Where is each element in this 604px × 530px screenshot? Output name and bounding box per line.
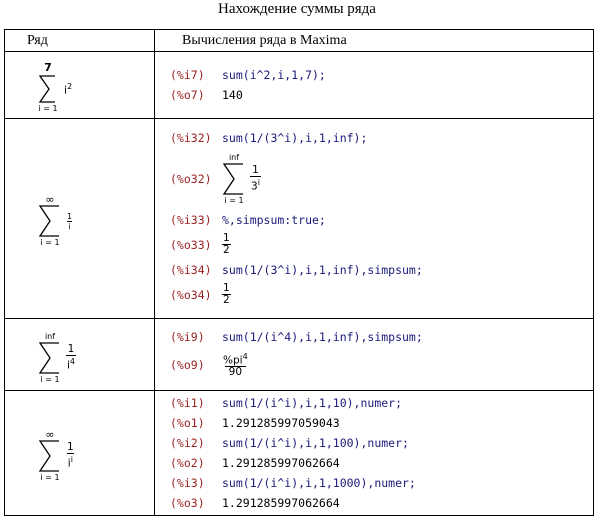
input-label: (%i32) [170,130,212,145]
sigma-symbol [38,74,55,103]
output-label: (%o3) [170,496,205,510]
series-formula: ∞ i = 1 1 ii [4,390,155,516]
output-label: (%o2) [170,456,205,470]
series-table: Ряд Вычисления ряда в Maxima 7 i = 1 i2 [4,29,594,516]
output-numerator: 1 [252,163,259,176]
output-value: 1.291285997062664 [222,456,340,470]
sum-upper: inf [228,152,240,162]
sum-denominator: i [67,220,72,231]
code-line: (%i32) sum(1/(3^i),i,1,inf); [170,128,593,148]
input-command: sum(1/(i^i),i,1,1000),numer; [222,476,416,490]
output-numerator: 1 [223,282,230,294]
input-command: sum(i^2,i,1,7); [222,68,326,82]
maxima-cell: (%i9) sum(1/(i^4),i,1,inf),simpsum; (%o9)… [154,318,594,391]
header-maxima: Вычисления ряда в Maxima [154,29,594,52]
input-label: (%i9) [170,329,205,344]
output-label: (%o9) [170,357,205,372]
output-denominator: 2 [222,294,231,306]
table-row: ∞ i = 1 1 i (%i32) sum(1/(3^i),i,1,inf); … [4,118,594,319]
sum-power: 2 [67,81,73,91]
code-line: (%i33) %,simpsum:true; [170,210,593,230]
input-label: (%i33) [170,212,212,227]
output-numerator: 1 [223,232,230,244]
series-formula: 7 i = 1 i2 [4,51,155,119]
input-label: (%i1) [170,396,205,410]
series-formula: ∞ i = 1 1 i [4,118,155,319]
output-numerator: %pi [223,354,243,367]
sum-numerator: 1 [67,342,75,355]
sum-lower: i = 1 [38,103,58,113]
input-label: (%i2) [170,436,205,450]
code-line: (%o9) %pi4 90 [170,347,593,383]
table-row: 7 i = 1 i2 (%i7) sum(i^2,i,1,7); (%o7) 140 [4,51,594,119]
input-command: sum(1/(i^i),i,1,100),numer; [222,436,409,450]
output-label: (%o7) [170,88,205,102]
code-line: (%i34) sum(1/(3^i),i,1,inf),simpsum; [170,260,593,280]
input-command: %,simpsum:true; [222,212,326,227]
output-label: (%o34) [170,287,212,302]
sum-upper: inf [44,331,56,341]
sigma-symbol [222,162,243,195]
sum-upper: 7 [44,60,52,74]
sum-upper: ∞ [45,193,55,206]
output-value: 140 [222,88,243,102]
sum-numerator: 1 [67,211,73,221]
sigma-symbol [38,341,59,374]
input-label: (%i3) [170,476,205,490]
code-line: (%i7) sum(i^2,i,1,7); [170,65,593,85]
sum-lower: i = 1 [40,374,60,384]
output-denominator-power: i [257,177,260,187]
output-numerator-power: 4 [242,351,248,361]
code-line: (%o7) 140 [170,85,593,105]
sum-denominator: i [67,457,71,470]
maxima-cell: (%i1) sum(1/(i^i),i,1,10),numer; (%o1) 1.2… [154,390,594,516]
input-command: sum(1/(i^4),i,1,inf),simpsum; [222,329,423,344]
code-line: (%i2) sum(1/(i^i),i,1,100),numer; [170,433,593,453]
sum-lower: i = 1 [40,238,60,247]
code-line: (%o3) 1.291285997062664 [170,493,593,513]
input-label: (%i7) [170,68,205,82]
header-series: Ряд [4,29,155,52]
output-label: (%o33) [170,237,212,252]
output-label: (%o32) [170,171,212,186]
sum-lower: i = 1 [224,195,244,205]
table-row: ∞ i = 1 1 ii (%i1) sum(1/(i^i),i,1,10),nu… [4,390,594,516]
sum-term: i [64,83,68,97]
series-formula: inf i = 1 1 i4 [4,318,155,391]
sum-upper: ∞ [45,427,55,441]
code-line: (%i9) sum(1/(i^4),i,1,inf),simpsum; [170,327,593,347]
output-value: 1.291285997062664 [222,496,340,510]
code-line: (%i1) sum(1/(i^i),i,1,10),numer; [170,393,593,413]
sum-denominator-power: 4 [69,356,76,366]
table-header-row: Ряд Вычисления ряда в Maxima [4,29,594,52]
sum-lower: i = 1 [40,472,60,482]
sum-denominator: i [67,359,70,372]
output-value: 1.291285997059043 [222,416,340,430]
output-denominator: 90 [224,366,247,378]
output-label: (%o1) [170,416,205,430]
code-line: (%o32) inf i = 1 1 3i [170,148,593,210]
maxima-cell: (%i32) sum(1/(3^i),i,1,inf); (%o32) inf i… [154,118,594,319]
table-row: inf i = 1 1 i4 (%i9)sum(1/(i^4),i,1,inf)… [4,318,594,391]
output-denominator: 3 [251,180,258,193]
page-title: Нахождение суммы ряда [218,1,376,17]
code-line: (%o1) 1.291285997059043 [170,413,593,433]
sigma-symbol [38,205,59,237]
sum-numerator: 1 [67,440,74,453]
output-denominator: 2 [222,244,231,256]
sigma-symbol [38,439,59,472]
sum-denominator-power: i [70,454,73,464]
maxima-cell: (%i7) sum(i^2,i,1,7); (%o7) 140 [154,51,594,119]
code-line: (%o2) 1.291285997062664 [170,453,593,473]
input-command: sum(1/(i^i),i,1,10),numer; [222,396,403,410]
code-line: (%i3) sum(1/(i^i),i,1,1000),numer; [170,473,593,493]
input-label: (%i34) [170,262,212,277]
input-command: sum(1/(3^i),i,1,inf); [222,130,368,145]
input-command: sum(1/(3^i),i,1,inf),simpsum; [222,262,423,277]
